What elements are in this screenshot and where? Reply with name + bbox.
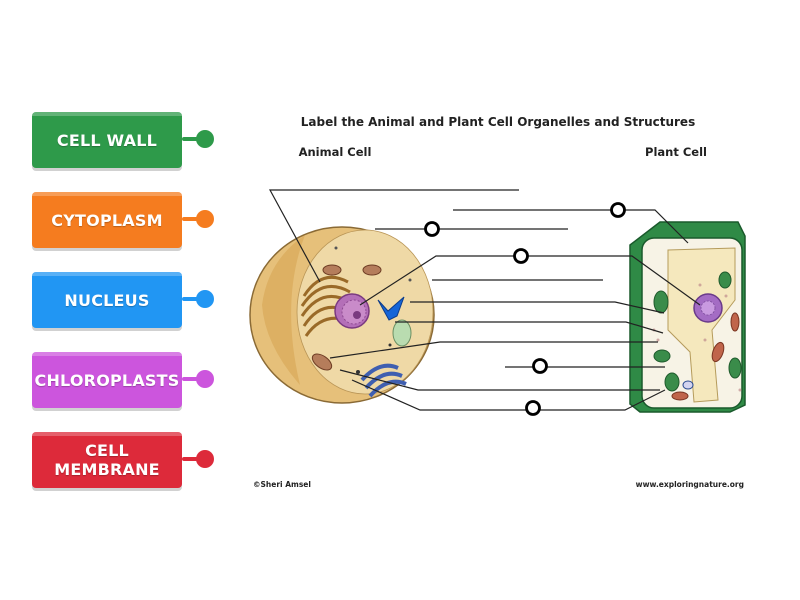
connector-dot-chloroplasts[interactable] xyxy=(196,370,214,388)
animal-cell-heading: Animal Cell xyxy=(299,145,372,159)
connector-line-cell-membrane xyxy=(182,457,200,461)
animal-cell-illustration xyxy=(249,226,435,404)
credit-author: ©Sheri Amsel xyxy=(253,480,311,489)
label-card-cell-wall[interactable]: CELL WALL xyxy=(32,112,182,168)
connector-line-nucleus xyxy=(182,297,200,301)
card-highlight xyxy=(32,112,182,116)
drop-target-chloroplasts[interactable] xyxy=(532,358,548,374)
plant-cell-heading: Plant Cell xyxy=(645,145,707,159)
drop-target-cell-wall[interactable] xyxy=(610,202,626,218)
connector-line-cell-wall xyxy=(182,137,200,141)
label-text-cell-wall: CELL WALL xyxy=(56,130,158,150)
connector-dot-cell-membrane[interactable] xyxy=(196,450,214,468)
label-card-cytoplasm[interactable]: CYTOPLASM xyxy=(32,192,182,248)
drop-target-cell-membrane[interactable] xyxy=(525,400,541,416)
connector-line-chloroplasts xyxy=(182,377,200,381)
leader-lines xyxy=(268,189,701,411)
label-text-chloroplasts: CHLOROPLASTS xyxy=(34,370,180,390)
worksheet-title: Label the Animal and Plant Cell Organell… xyxy=(301,115,695,129)
connector-line-cytoplasm xyxy=(182,217,200,221)
label-card-cell-membrane[interactable]: CELL MEMBRANE xyxy=(32,432,182,488)
card-highlight xyxy=(32,352,182,356)
card-highlight xyxy=(32,432,182,436)
connector-dot-cell-wall[interactable] xyxy=(196,130,214,148)
connector-dot-cytoplasm[interactable] xyxy=(196,210,214,228)
label-text-cell-membrane: CELL MEMBRANE xyxy=(54,441,160,479)
drop-target-nucleus[interactable] xyxy=(513,248,529,264)
card-highlight xyxy=(32,192,182,196)
label-card-chloroplasts[interactable]: CHLOROPLASTS xyxy=(32,352,182,408)
plant-cell-illustration xyxy=(629,221,746,413)
drop-target-cytoplasm[interactable] xyxy=(424,221,440,237)
card-highlight xyxy=(32,272,182,276)
connector-dot-nucleus[interactable] xyxy=(196,290,214,308)
label-text-nucleus: NUCLEUS xyxy=(64,290,150,310)
credit-website: www.exploringnature.org xyxy=(636,480,744,489)
label-card-nucleus[interactable]: NUCLEUS xyxy=(32,272,182,328)
label-text-cytoplasm: CYTOPLASM xyxy=(51,210,163,230)
